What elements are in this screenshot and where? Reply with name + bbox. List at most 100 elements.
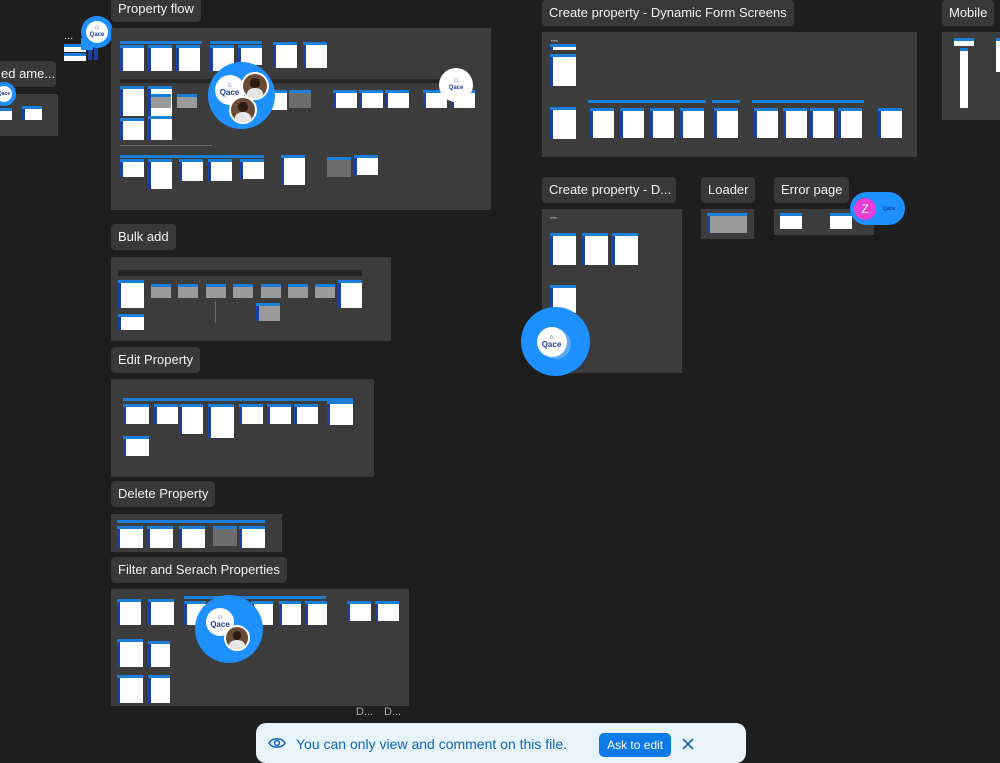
section-label-delete-property[interactable]: Delete Property xyxy=(111,481,216,507)
screen-frame xyxy=(240,159,264,179)
screen-frame xyxy=(206,284,226,298)
section-label-create-property-dynamic[interactable]: Create property - Dynamic Form Screens xyxy=(542,0,794,26)
truncated-frame-name: D... xyxy=(384,706,402,718)
screen-frame xyxy=(620,108,644,138)
screen-frame xyxy=(279,601,301,625)
section-loader[interactable] xyxy=(701,209,754,239)
mobile-screen xyxy=(960,48,968,108)
ask-to-edit-button[interactable]: Ask to edit xyxy=(599,733,672,757)
screen-frame xyxy=(327,157,351,177)
screen-frame xyxy=(294,404,318,424)
section-label-property-flow[interactable]: Property flow xyxy=(111,0,201,22)
qace-logo-icon: Qace xyxy=(0,86,12,102)
qace-logo-icon: Qace xyxy=(882,205,896,212)
mobile-screen xyxy=(996,38,1000,72)
screen-frame xyxy=(550,233,576,265)
section-mobile[interactable] xyxy=(942,32,1000,120)
eye-icon xyxy=(268,736,286,755)
flow-header xyxy=(120,155,264,158)
screen-frame xyxy=(177,94,197,108)
screen-frame xyxy=(148,159,172,189)
screen-frame xyxy=(151,284,171,298)
collaborator-cursor: Qace xyxy=(0,82,16,106)
screen-frame xyxy=(550,107,576,139)
section-delete-property[interactable] xyxy=(111,514,282,552)
flow-header xyxy=(588,100,706,103)
avatar xyxy=(224,625,250,651)
screen-frame xyxy=(117,639,143,667)
section-label-loader[interactable]: Loader xyxy=(701,177,756,203)
screen-frame xyxy=(238,45,262,65)
screen-frame xyxy=(118,314,144,330)
section-label-create-property-d[interactable]: Create property - D... xyxy=(542,177,676,203)
screen-frame xyxy=(117,599,141,625)
screen-frame xyxy=(148,675,170,703)
section-label-edit-property[interactable]: Edit Property xyxy=(111,347,201,373)
section-filter-search[interactable] xyxy=(111,589,409,706)
screen-frame xyxy=(117,675,143,703)
screen-frame xyxy=(64,44,86,52)
section-label-error-page[interactable]: Error page xyxy=(774,177,850,203)
flow-header xyxy=(184,596,326,599)
screen-frame xyxy=(208,404,234,438)
flow-header xyxy=(117,520,265,523)
flow-header xyxy=(712,100,740,103)
screen-frame xyxy=(878,108,902,138)
section-bulk-add[interactable] xyxy=(111,257,391,341)
close-icon[interactable] xyxy=(681,737,695,756)
screen-frame xyxy=(148,45,172,71)
screen-frame xyxy=(120,159,144,177)
screen-frame xyxy=(151,94,171,108)
screen-frame xyxy=(612,233,638,265)
ellipsis-label: ... xyxy=(64,30,74,42)
flow-header xyxy=(210,41,262,44)
screen-frame xyxy=(550,54,576,86)
screen-frame xyxy=(680,108,704,138)
screen-frame xyxy=(281,155,305,185)
frame-marker xyxy=(94,48,98,60)
frame-label: ▪▪▪▪▪ xyxy=(551,38,559,43)
screen-frame xyxy=(954,38,974,46)
screen-frame xyxy=(273,42,297,68)
avatar xyxy=(229,96,257,124)
screen-frame xyxy=(289,90,311,108)
section-create-property-dynamic[interactable]: ▪▪▪▪▪ xyxy=(542,32,917,157)
screen-frame xyxy=(123,436,149,456)
screen-frame xyxy=(208,159,232,181)
screen-frame xyxy=(267,404,291,424)
qace-logo-icon: ⌂Qace xyxy=(444,73,468,97)
banner-message: You can only view and comment on this fi… xyxy=(296,736,568,752)
screen-frame xyxy=(385,90,409,108)
section-label-mobile[interactable]: Mobile xyxy=(942,0,995,26)
screen-frame xyxy=(590,108,614,138)
screen-frame xyxy=(64,53,86,61)
flow-header xyxy=(123,398,353,401)
qace-logo-icon: ⌂Qace xyxy=(86,21,108,43)
screen-frame xyxy=(22,106,42,120)
section-label-bulk-add[interactable]: Bulk add xyxy=(111,224,176,250)
screen-frame xyxy=(148,641,170,667)
connector-line xyxy=(215,301,216,323)
section-property-flow[interactable] xyxy=(111,28,491,210)
screen-frame xyxy=(315,284,335,298)
avatar xyxy=(241,72,269,100)
connector-line xyxy=(120,145,212,146)
screen-frame xyxy=(780,213,802,229)
screen-frame xyxy=(239,526,265,548)
screen-frame xyxy=(338,280,362,308)
collaborator-cursor: ⌂Qace xyxy=(81,16,113,48)
section-edit-property[interactable] xyxy=(111,379,374,477)
screen-frame xyxy=(179,404,203,434)
section-label-filter-search[interactable]: Filter and Serach Properties xyxy=(111,557,287,583)
screen-frame xyxy=(707,213,747,233)
screen-frame xyxy=(783,108,807,138)
screen-frame xyxy=(303,42,327,68)
screen-frame xyxy=(754,108,778,138)
screen-frame xyxy=(120,86,144,116)
screen-frame xyxy=(714,108,738,138)
screen-frame xyxy=(154,404,178,424)
frame-label: ▪▪▪▪▪ xyxy=(550,215,558,220)
screen-frame xyxy=(239,404,263,424)
screen-frame xyxy=(288,284,308,298)
screen-frame xyxy=(117,526,143,548)
